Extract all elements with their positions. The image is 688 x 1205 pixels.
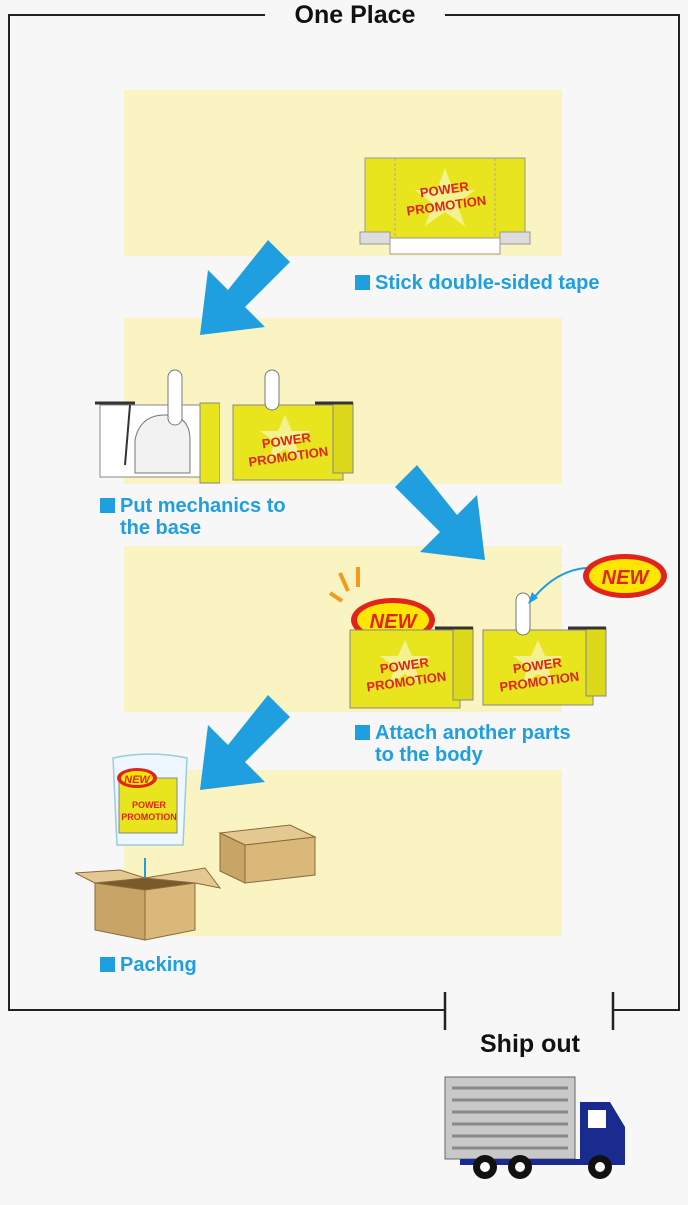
product-box-icon: POWER PROMOTION [349,626,474,709]
product-text: POWER [379,655,430,677]
new-badge-icon: NEW [583,554,667,598]
step-label-4: Packing [100,954,197,976]
step-band-4 [124,770,562,936]
product-text: PROMOTION [121,812,177,822]
open-cardboard-box-icon [75,858,222,941]
step-label-1: Stick double-sided tape [355,272,599,294]
badge-text: NEW [370,611,419,633]
step-label-2: Put mechanics to the base [100,495,286,539]
product-box-icon: POWER PROMOTION [482,592,607,706]
packaged-product-icon: NEW POWER PROMOTION [112,753,188,846]
arrow-icon [200,695,290,790]
product-text: POWER [512,655,563,677]
bullet-square-icon [100,498,115,513]
truck-icon [444,1076,625,1179]
bullet-square-icon [100,957,115,972]
product-text: POWER [261,430,312,452]
arrow-icon [200,240,290,335]
product-text: POWER [419,179,470,201]
badge-text: NEW [124,774,151,786]
diagram-title: One Place [265,0,445,30]
bullet-square-icon [355,725,370,740]
product-box-icon: POWER PROMOTION [359,157,531,255]
product-box-icon: POWER PROMOTION [232,369,354,481]
product-text: POWER [132,800,167,810]
step-label-3: Attach another parts to the body [355,722,571,766]
badge-text: NEW [602,567,651,589]
mechanics-base-icon [95,369,220,484]
arrow-icon [395,465,485,560]
bullet-square-icon [355,275,370,290]
ship-out-label: Ship out [480,1030,580,1058]
cardboard-box-icon [218,824,317,884]
